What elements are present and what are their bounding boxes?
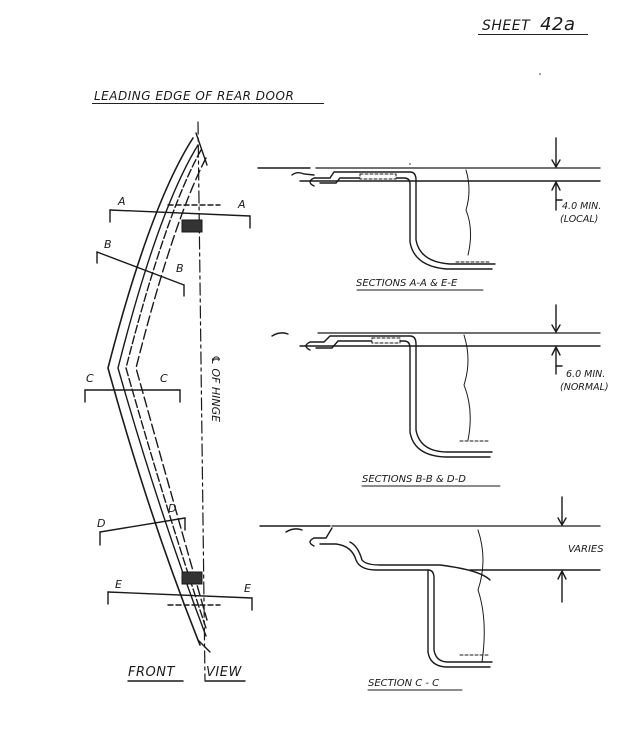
section-bb-dd bbox=[271, 304, 601, 487]
section-cc-label: SECTION C - C bbox=[368, 678, 439, 689]
cut-label-c-left: C bbox=[86, 372, 94, 385]
hinge-centerline-label: ℄ OF HINGE bbox=[209, 355, 222, 422]
section-bb-dd-label: SECTIONS B-B & D-D bbox=[362, 474, 466, 485]
door-edge-outer bbox=[107, 137, 201, 646]
door-edge-dashed-2 bbox=[135, 157, 208, 621]
cut-label-a-right: A bbox=[237, 198, 246, 211]
cut-line-c bbox=[84, 389, 181, 403]
title-underline bbox=[92, 103, 324, 104]
cut-label-d-right: D bbox=[168, 502, 176, 515]
lower-hinge-block bbox=[181, 571, 203, 585]
sheet-underline bbox=[478, 34, 588, 35]
door-bottom-end bbox=[197, 639, 211, 653]
cut-label-e-left: E bbox=[115, 578, 122, 591]
front-view: A A B B C C D D E E ℄ OF HINGE bbox=[84, 121, 253, 682]
section-aa-ee bbox=[257, 137, 601, 291]
speck bbox=[539, 73, 541, 75]
cut-line-b bbox=[96, 251, 185, 297]
drawing-title: LEADING EDGE OF REAR DOOR bbox=[94, 89, 295, 103]
view-label: VIEW bbox=[206, 665, 242, 680]
section-bb-dimension: 6.0 MIN. bbox=[566, 369, 605, 380]
sheet-number: SHEET 42a bbox=[482, 14, 576, 35]
section-cc bbox=[259, 496, 601, 691]
section-aa-note: (LOCAL) bbox=[560, 214, 598, 225]
cut-line-d bbox=[99, 517, 186, 546]
cut-label-c-right: C bbox=[160, 372, 168, 385]
cut-label-a-left: A bbox=[117, 195, 126, 208]
section-aa-ee-label: SECTIONS A-A & E-E bbox=[356, 278, 458, 289]
section-bb-note: (NORMAL) bbox=[560, 382, 609, 393]
speck bbox=[409, 163, 411, 165]
door-edge-dashed-1 bbox=[125, 149, 207, 629]
door-top-end bbox=[195, 132, 208, 166]
door-edge-line-2 bbox=[117, 144, 207, 637]
cut-label-b-right: B bbox=[176, 262, 184, 275]
hinge-centerline bbox=[197, 121, 206, 681]
cut-line-a bbox=[109, 209, 251, 229]
front-label: FRONT bbox=[128, 665, 175, 680]
cut-label-e-right: E bbox=[244, 582, 251, 595]
section-cc-dimension: VARIES bbox=[568, 544, 604, 555]
cut-line-e bbox=[107, 591, 253, 611]
cut-label-b-left: B bbox=[104, 238, 112, 251]
upper-hinge-block bbox=[181, 219, 203, 233]
cut-label-d-left: D bbox=[97, 517, 105, 530]
section-aa-dimension: 4.0 MIN. bbox=[562, 201, 601, 212]
